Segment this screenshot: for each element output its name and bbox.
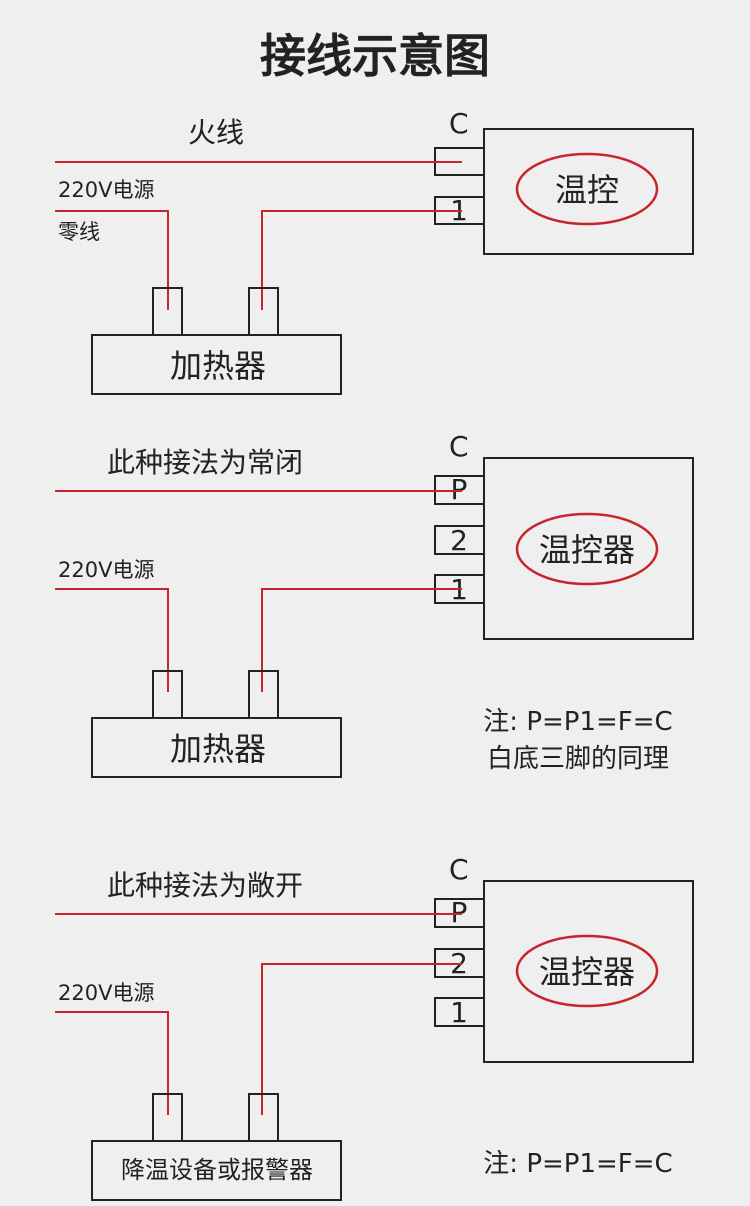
wiring-mode-label: 此种接法为常闭 [107, 446, 303, 479]
terminal-c-label: C [449, 107, 469, 140]
cooling-or-alarm-box [91, 1140, 342, 1201]
heater-box [91, 334, 342, 395]
terminal-p-label: P [451, 473, 468, 506]
terminal-c-label: C [449, 430, 469, 463]
terminal-2-label: 2 [450, 524, 468, 557]
terminal-c-label: C [449, 853, 469, 886]
neutral-wire [55, 588, 169, 692]
heater-label: 加热器 [170, 730, 266, 768]
diagram-section-1: 火线 220V电源 零线 温控 C 1 加热器 [55, 107, 694, 395]
pin-note-secondary: 白底三脚的同理 [487, 744, 669, 774]
power-source-label: 220V电源 [58, 981, 154, 1005]
load-return-wire [261, 210, 462, 310]
terminal-p-label: P [451, 896, 468, 929]
page-title: 接线示意图 [260, 29, 490, 83]
neutral-wire [55, 1011, 169, 1115]
cooling-or-alarm-label: 降温设备或报警器 [121, 1156, 313, 1184]
thermostat-box [483, 128, 694, 255]
heater-box [91, 717, 342, 778]
thermostat-marker-oval [515, 512, 659, 586]
heater-label: 加热器 [170, 347, 266, 385]
diagram-section-2: 此种接法为常闭 220V电源 温控器 C P 2 1 加热器 注: P=P1=F… [55, 430, 694, 778]
thermostat-label: 温控器 [539, 531, 635, 569]
device-plug-right [248, 1093, 279, 1142]
load-return-wire [261, 588, 462, 692]
load-return-wire [261, 963, 462, 1115]
heater-plug-right [248, 670, 279, 719]
thermostat-marker-oval [515, 152, 659, 226]
pin-note: 注: P=P1=F=C [483, 707, 672, 737]
wiring-mode-label: 此种接法为敞开 [107, 869, 303, 902]
thermostat-label: 温控器 [539, 953, 635, 991]
terminal-1-label: 1 [450, 996, 468, 1029]
neutral-wire-label: 零线 [58, 220, 100, 244]
thermostat-marker-oval [515, 934, 659, 1008]
neutral-wire [55, 210, 169, 310]
pin-note: 注: P=P1=F=C [483, 1149, 672, 1179]
power-source-label: 220V电源 [58, 178, 154, 202]
thermostat-label: 温控 [555, 171, 619, 209]
diagram-section-3: 此种接法为敞开 220V电源 温控器 C P 2 1 降温设备或报警器 注: P… [55, 853, 694, 1201]
power-source-label: 220V电源 [58, 558, 154, 582]
heater-plug-right [248, 287, 279, 336]
terminal-2 [434, 525, 485, 555]
terminal-1 [434, 997, 485, 1027]
live-wire-label: 火线 [188, 116, 244, 149]
